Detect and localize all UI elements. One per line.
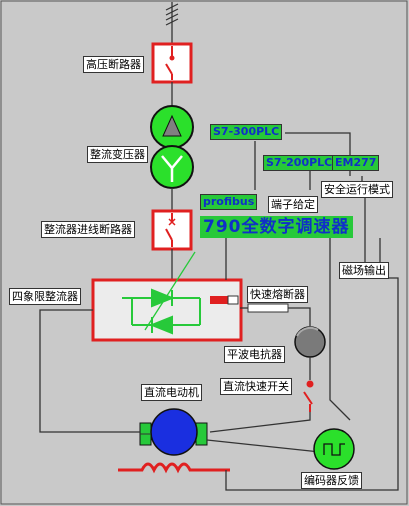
profibus-label: profibus	[200, 194, 258, 210]
wire-controller-encoder	[329, 238, 351, 421]
fuse-body	[227, 295, 239, 305]
wire-fuse-reactor	[288, 307, 311, 326]
incoming-line-hatch	[165, 3, 179, 26]
s7-200-plc-label: S7-200PLC	[263, 155, 336, 171]
hv-breaker-icon	[151, 42, 193, 84]
fuse-holder	[247, 303, 289, 313]
dc-motor-label: 直流电动机	[141, 384, 202, 401]
rect-transformer-label: 整流变压器	[87, 146, 148, 163]
speed-controller-label: 790全数字调速器	[200, 216, 353, 238]
rect-transformer-icon	[150, 105, 194, 189]
dc-motor-icon	[139, 408, 208, 456]
s7-300-plc-label: S7-300PLC	[210, 124, 283, 140]
smoothing-reactor-label: 平波电抗器	[224, 346, 285, 363]
encoder-feedback-label: 编码器反馈	[301, 472, 362, 489]
fast-fuse-icon	[210, 296, 228, 304]
hv-breaker-label: 高压断路器	[83, 56, 144, 73]
smoothing-reactor-icon	[294, 326, 326, 358]
thyristor-bridge-icon	[122, 251, 201, 335]
safe-mode-label: 安全运行模式	[321, 181, 393, 198]
wire-motor-encoder	[206, 439, 321, 453]
inlet-breaker-icon	[151, 209, 193, 251]
rect-inlet-breaker-label: 整流器进线断路器	[41, 221, 135, 238]
terminal-setpoint-label: 端子给定	[268, 196, 318, 213]
dc-fast-switch-icon	[303, 380, 314, 412]
em277-label: EM277	[332, 155, 380, 171]
wire-field-output	[225, 277, 399, 491]
field-winding-icon	[118, 462, 230, 474]
wire-rectifier-return	[39, 309, 140, 433]
field-output-label: 磁场输出	[339, 262, 389, 279]
encoder-icon	[313, 428, 355, 470]
dc-fast-switch-label: 直流快速开关	[220, 378, 292, 395]
four-quadrant-rectifier-label: 四象限整流器	[9, 288, 81, 305]
fast-fuse-label: 快速熔断器	[247, 286, 308, 303]
wire-switch-motor	[209, 412, 311, 433]
